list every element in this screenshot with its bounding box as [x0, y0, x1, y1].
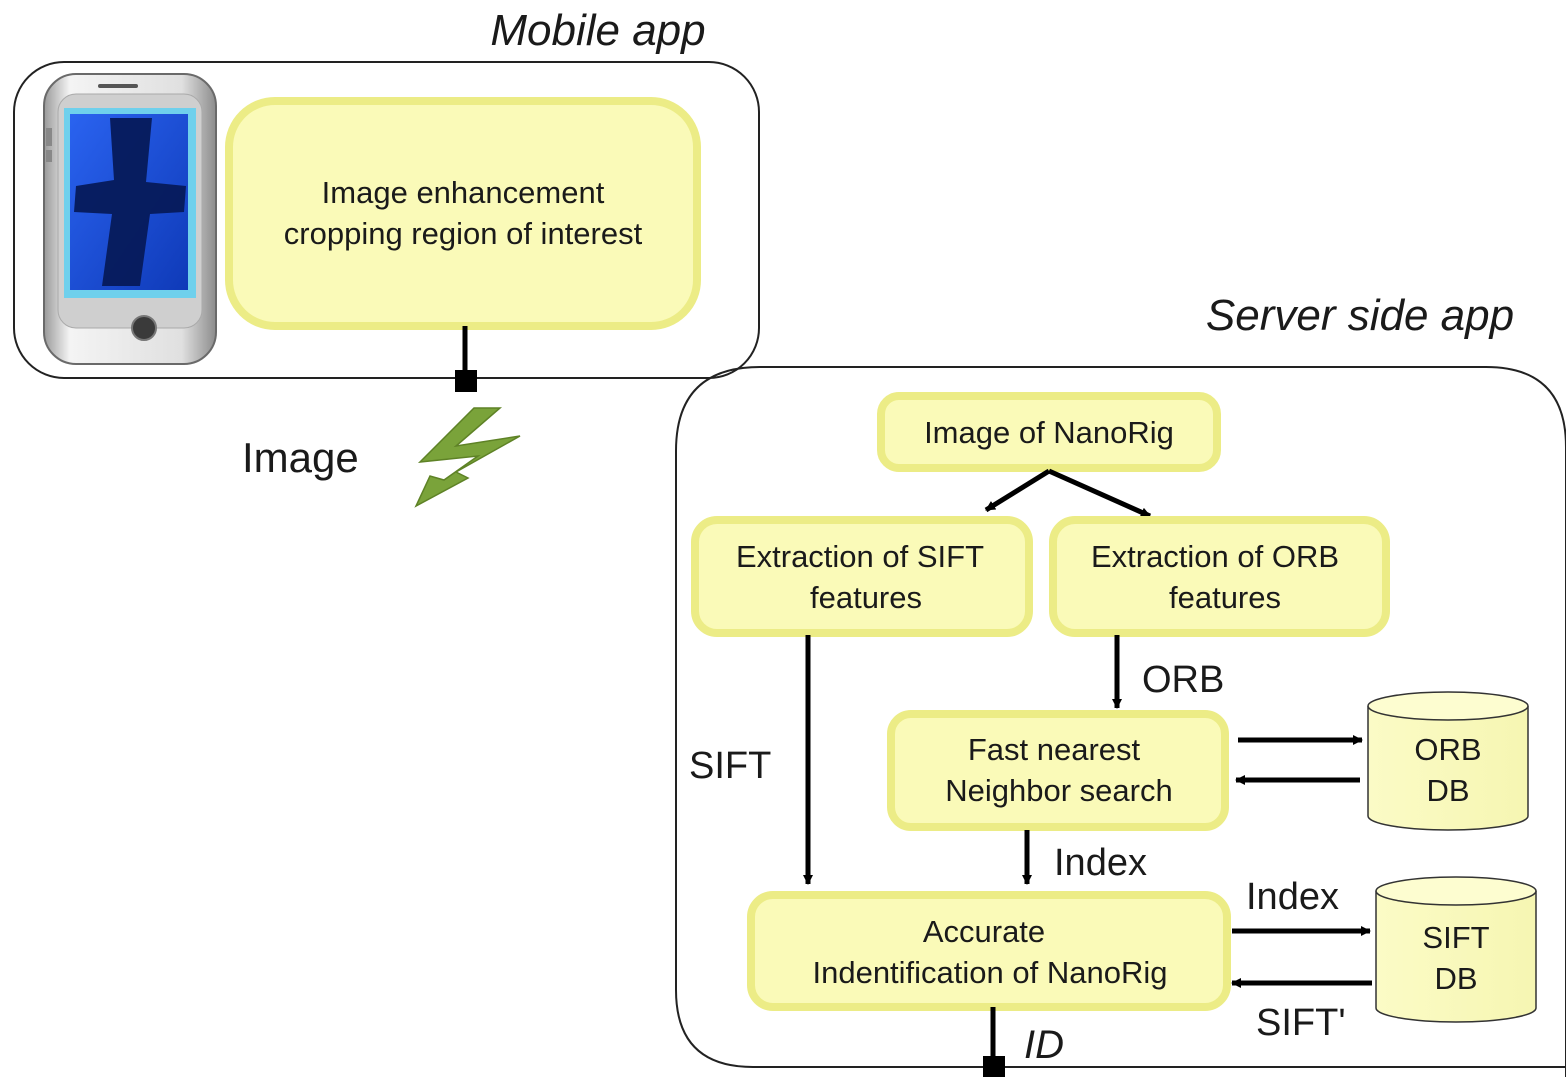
arrow-to-sift-extraction	[984, 468, 1051, 513]
lightning-bolt-icon	[414, 407, 521, 508]
search-box-line2: Neighbor search	[945, 773, 1172, 808]
image-of-nanorig-box: Image of NanoRig	[877, 392, 1221, 472]
image-of-nanorig-label: Image of NanoRig	[924, 415, 1174, 450]
index-to-db-label: Index	[1246, 876, 1339, 918]
orb-extraction-line2: features	[1169, 580, 1281, 615]
sift-prime-label: SIFT'	[1256, 1002, 1346, 1044]
accurate-box-line1: Accurate	[923, 914, 1045, 949]
sift-extraction-line1: Extraction of SIFT	[736, 539, 984, 574]
mobile-app-frame	[13, 61, 760, 379]
mobile-output-port	[455, 370, 477, 392]
mobile-app-container: Mobile app Image enhancement cropping re…	[13, 6, 760, 392]
accurate-identification-box: Accurate Indentification of NanoRig	[747, 891, 1231, 1011]
orb-extraction-box: Extraction of ORB features	[1049, 516, 1390, 637]
sift-extraction-box: Extraction of SIFT features	[691, 516, 1033, 637]
server-side-container: Server side app Image of NanoRig Extract…	[675, 291, 1566, 1077]
image-enhancement-line2: cropping region of interest	[284, 216, 643, 251]
nearest-neighbor-search-box: Fast nearest Neighbor search	[887, 710, 1229, 831]
image-transmission: Image	[242, 407, 521, 508]
id-label: ID	[1024, 1023, 1064, 1067]
sift-db-line2: DB	[1434, 961, 1477, 996]
sift-extraction-line2: features	[810, 580, 922, 615]
search-box-line1: Fast nearest	[968, 732, 1141, 767]
server-app-title: Server side app	[1206, 291, 1514, 340]
id-output-port	[983, 1056, 1005, 1077]
image-enhancement-line1: Image enhancement	[322, 175, 605, 210]
image-enhancement-box: Image enhancement cropping region of int…	[225, 97, 701, 330]
orb-edge-label: ORB	[1142, 659, 1224, 701]
orb-database-icon: ORB DB	[1367, 691, 1529, 831]
mobile-app-title: Mobile app	[490, 6, 705, 55]
orb-db-line1: ORB	[1414, 732, 1481, 767]
sift-edge-label: SIFT	[689, 745, 771, 787]
index-edge-label: Index	[1054, 842, 1147, 884]
accurate-box-line2: Indentification of NanoRig	[812, 955, 1167, 990]
orb-db-line2: DB	[1426, 773, 1469, 808]
smartphone-icon	[43, 73, 217, 365]
transmission-label: Image	[242, 434, 359, 481]
sift-db-line1: SIFT	[1422, 920, 1489, 955]
arrow-to-orb-extraction	[1047, 468, 1152, 519]
sift-database-icon: SIFT DB	[1375, 876, 1537, 1023]
orb-extraction-line1: Extraction of ORB	[1091, 539, 1339, 574]
